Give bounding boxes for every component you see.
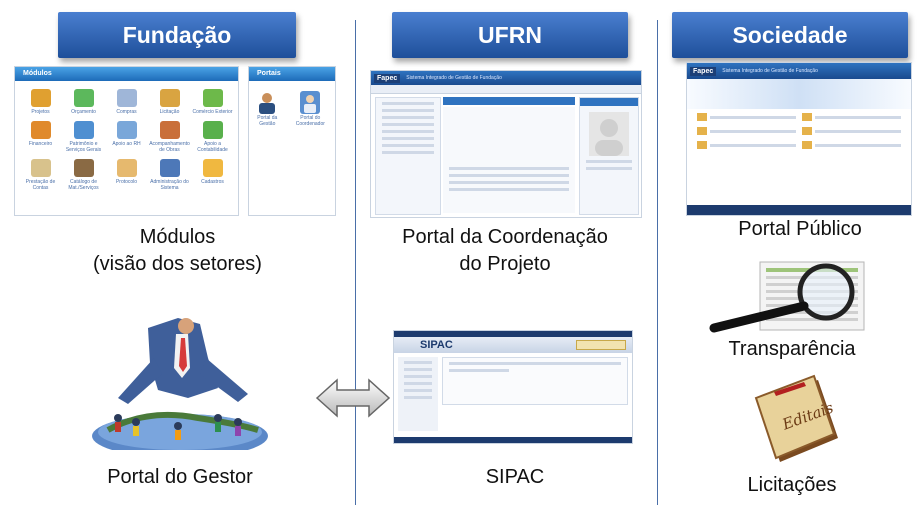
module-label: Catálogo de Mat./Serviços [68, 179, 99, 191]
module-icon [73, 159, 94, 177]
module-tile: Administração do Sistema [148, 159, 191, 191]
header-ufrn-label: UFRN [478, 21, 542, 48]
gestor-illustration [88, 318, 273, 450]
module-icon [30, 159, 51, 177]
module-label: Acompanhamento de Obras [149, 141, 190, 153]
modulos-grid: Projetos Orçamento Compras Licitação Comérci… [15, 81, 238, 199]
module-icon [30, 89, 51, 107]
module-label: Patrimônio e Serviços Gerais [65, 141, 102, 153]
divider-left [355, 20, 356, 505]
header-fundacao: Fundação [58, 12, 296, 58]
module-icon [159, 121, 180, 139]
module-label: Cadastros [201, 179, 224, 185]
module-icon [73, 121, 94, 139]
caption-coord-line2: do Projeto [459, 253, 551, 275]
caption-transparencia: Transparência [728, 338, 856, 360]
module-label: Financeiro [28, 141, 53, 147]
portal-app-logo: Fapec [690, 66, 717, 76]
portal-app-header: Fapec Sistema Integrado de Gestão de Fun… [687, 63, 911, 79]
caption-portal-publico: Portal Público [738, 218, 862, 240]
module-tile: Apoio ao RH [105, 121, 148, 153]
module-icon [159, 159, 180, 177]
modulos-panel-title: Módulos [15, 67, 238, 81]
portal-coordenacao-thumbnail: Fapec Sistema Integrado de Gestão de Fun… [370, 70, 642, 218]
module-tile: Financeiro [19, 121, 62, 153]
module-tile: Comércio Exterior [191, 89, 234, 115]
module-label: Comércio Exterior [192, 109, 233, 115]
coord-app-header: Fapec Sistema Integrado de Gestão de Fun… [371, 71, 641, 85]
module-icon [116, 159, 137, 177]
caption-sipac: SIPAC [485, 466, 545, 488]
module-tile: Compras [105, 89, 148, 115]
module-icon [202, 89, 223, 107]
portal-coordenador-tile: Portal do Coordenador [286, 91, 335, 127]
module-tile: Licitação [148, 89, 191, 115]
modulos-panel-thumbnail: Módulos Projetos Orçamento Compras Licitaçã… [14, 66, 239, 216]
module-icon [159, 89, 180, 107]
module-icon [73, 89, 94, 107]
module-icon [116, 89, 137, 107]
header-sociedade: Sociedade [672, 12, 908, 58]
module-label: Prestação de Contas [25, 179, 56, 191]
module-icon [116, 121, 137, 139]
caption-modulos-line2: (visão dos setores) [93, 253, 262, 275]
caption-portal-coordenacao: Portal da Coordenação do Projeto [360, 224, 650, 278]
module-icon [202, 159, 223, 177]
module-tile: Catálogo de Mat./Serviços [62, 159, 105, 191]
coord-app-title: Sistema Integrado de Gestão de Fundação [406, 75, 502, 81]
module-label: Projetos [31, 109, 50, 115]
sipac-thumbnail: SIPAC [393, 330, 633, 444]
module-tile: Protocolo [105, 159, 148, 191]
module-tile: Acompanhamento de Obras [148, 121, 191, 153]
coordenador-person-icon [300, 91, 321, 114]
module-tile: Prestação de Contas [19, 159, 62, 191]
editais-book-icon: Editais [754, 374, 838, 462]
portal-coordenador-label: Portal do Coordenador [295, 115, 325, 127]
caption-coord-line1: Portal da Coordenação [402, 226, 608, 248]
header-sociedade-label: Sociedade [732, 21, 848, 48]
portal-gestao-label: Portal da Gestão [257, 115, 278, 127]
module-tile: Cadastros [191, 159, 234, 191]
module-icon [202, 121, 223, 139]
module-tile: Projetos [19, 89, 62, 115]
portais-panel-title: Portais [249, 67, 335, 81]
module-label: Apoio ao RH [112, 141, 141, 147]
magnifier-document-icon [709, 261, 865, 333]
module-icon [30, 121, 51, 139]
gestor-person-icon [259, 93, 276, 114]
module-tile: Orçamento [62, 89, 105, 115]
coord-app-logo: Fapec [374, 73, 401, 83]
portal-app-title: Sistema Integrado de Gestão de Fundação [722, 68, 818, 74]
portais-panel-thumbnail: Portais Portal da Gestão Portal do Coord… [248, 66, 336, 216]
portal-gestao-tile: Portal da Gestão [249, 91, 286, 127]
double-arrow-icon [315, 378, 391, 418]
module-tile: Apoio a Contabilidade [191, 121, 234, 153]
caption-portal-gestor: Portal do Gestor [107, 466, 253, 488]
module-tile: Patrimônio e Serviços Gerais [62, 121, 105, 153]
module-label: Apoio a Contabilidade [197, 141, 228, 153]
caption-licitacoes: Licitações [747, 474, 837, 496]
module-label: Compras [116, 109, 137, 115]
caption-modulos: Módulos (visão dos setores) [55, 224, 300, 278]
divider-right [657, 20, 658, 505]
profile-avatar-placeholder [589, 112, 629, 156]
manager-globe-illustration [92, 318, 268, 450]
header-fundacao-label: Fundação [122, 21, 232, 48]
sipac-app-title: SIPAC [420, 339, 453, 351]
caption-modulos-line1: Módulos [139, 226, 216, 248]
module-label: Licitação [159, 109, 180, 115]
module-label: Orçamento [71, 109, 96, 115]
module-label: Administração do Sistema [150, 179, 189, 191]
portal-publico-thumbnail: Fapec Sistema Integrado de Gestão de Fun… [686, 62, 912, 216]
module-label: Protocolo [115, 179, 138, 185]
header-ufrn: UFRN [392, 12, 628, 58]
